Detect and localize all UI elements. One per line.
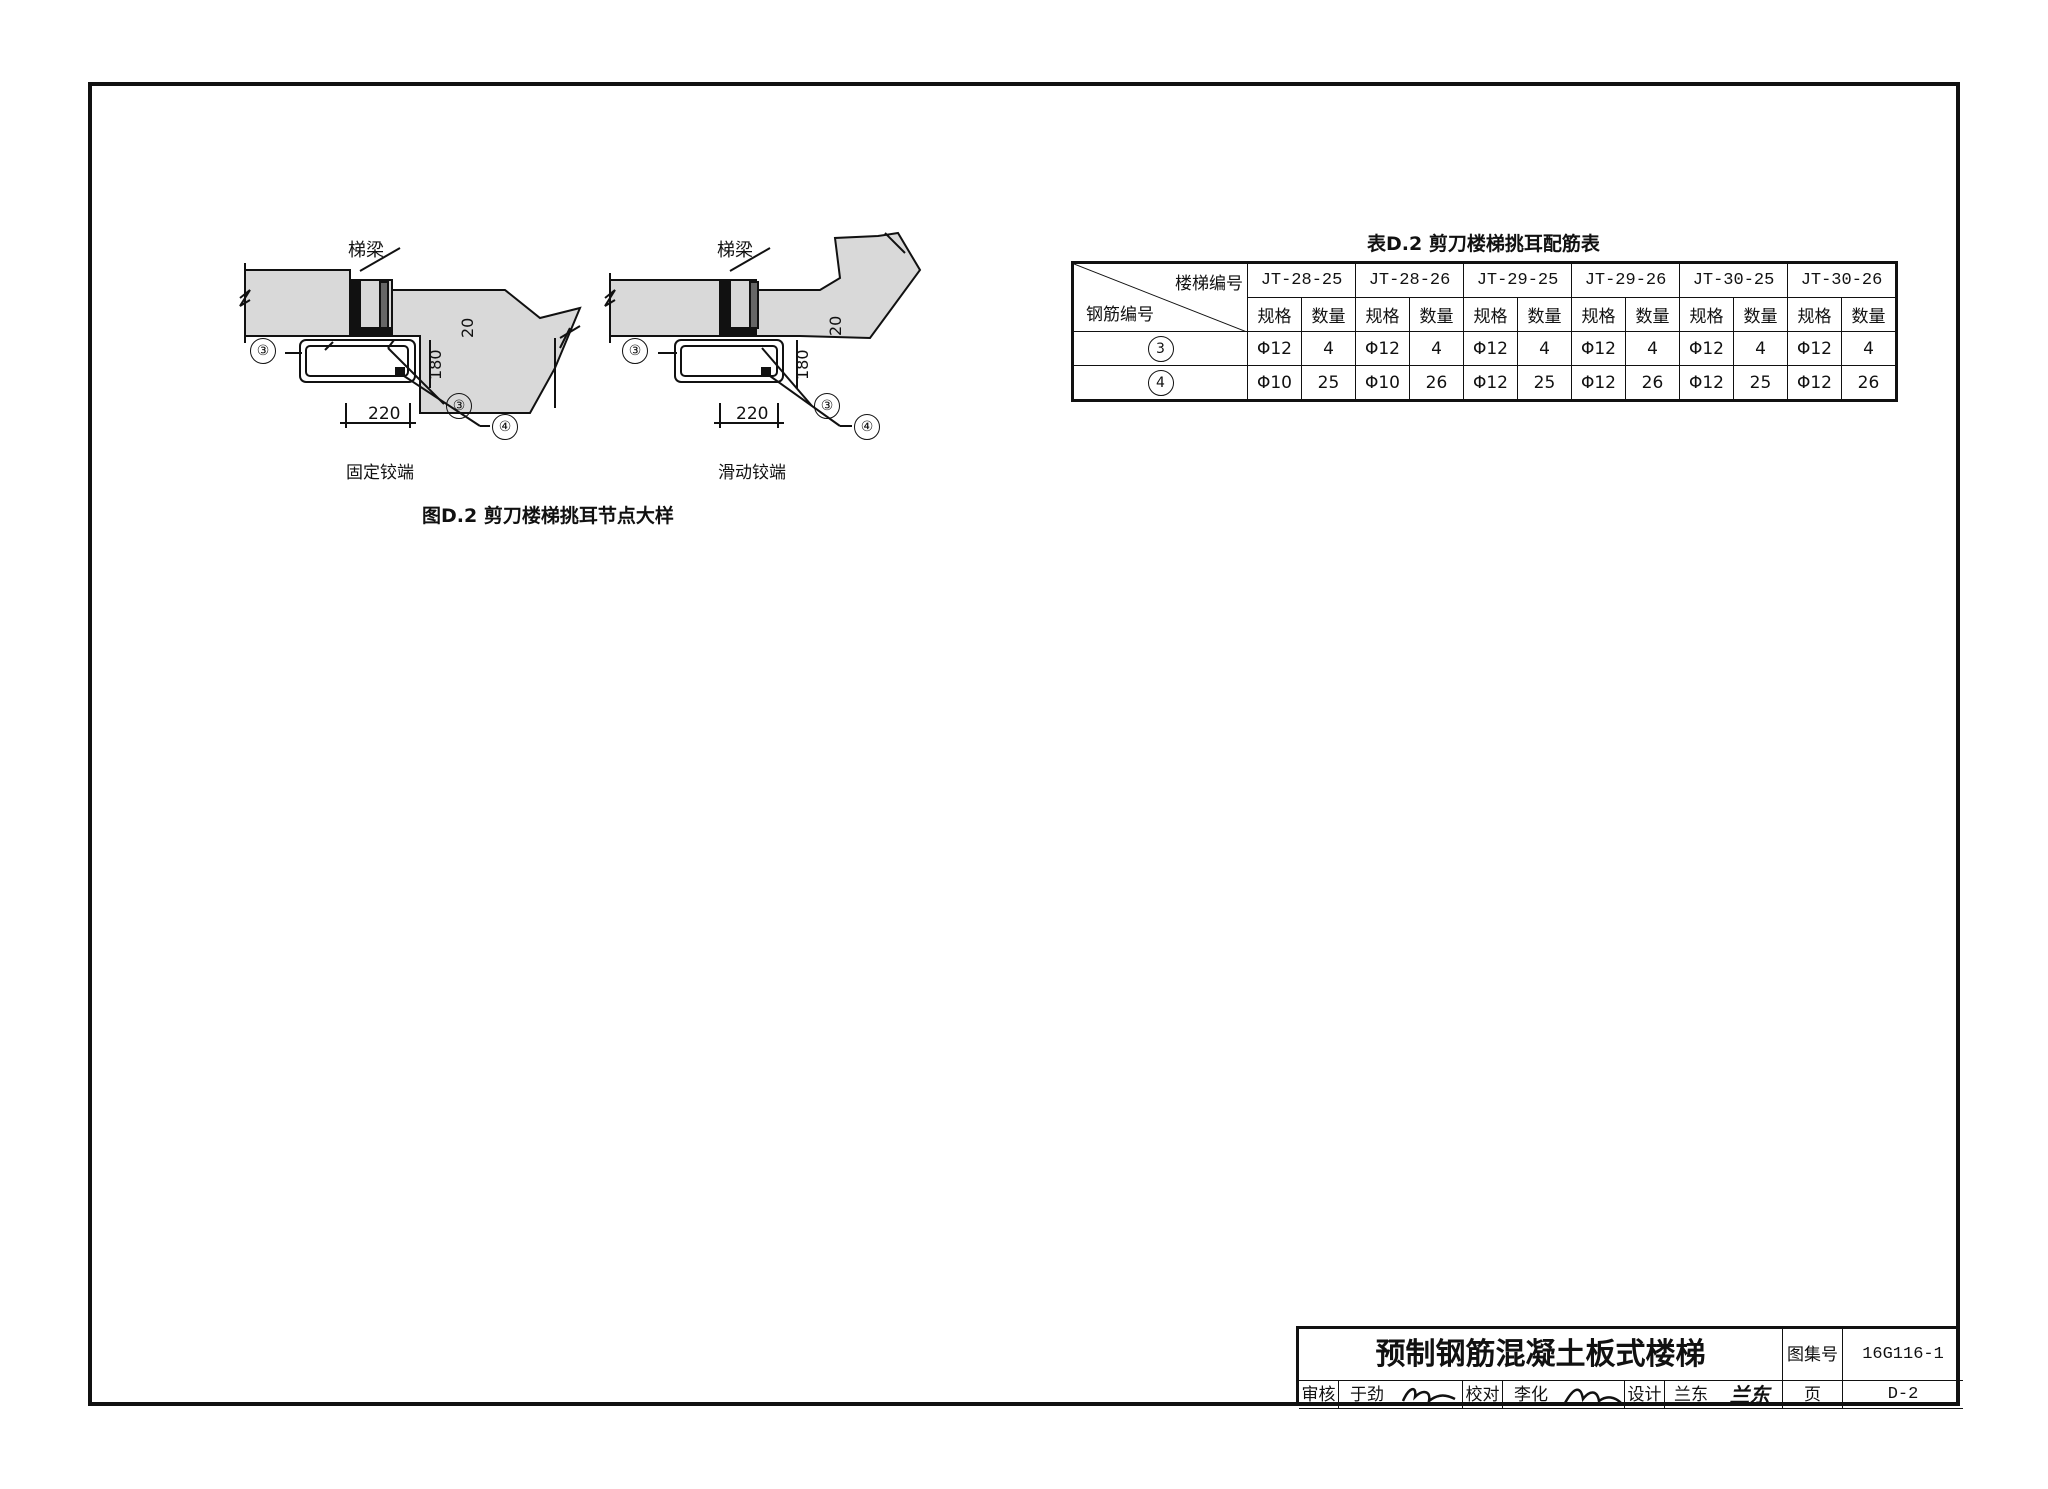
right-width-dim: 220 <box>736 404 769 424</box>
table-diagonal-header: 楼梯编号 钢筋编号 <box>1072 262 1248 332</box>
page-number: D-2 <box>1843 1381 1963 1409</box>
marker-3: ③ <box>250 338 276 364</box>
subheader-qty: 数量 <box>1409 297 1464 332</box>
subheader-spec: 规格 <box>1787 297 1842 332</box>
table-title: 表D.2 剪刀楼梯挑耳配筋表 <box>1367 233 1600 255</box>
subheader-qty: 数量 <box>1517 297 1572 332</box>
qty-cell: 25 <box>1733 365 1788 401</box>
rebar-id-marker: 3 <box>1147 335 1174 362</box>
qty-cell: 4 <box>1301 331 1356 366</box>
review-signature-mark <box>1401 1388 1456 1405</box>
column-header: JT-29-25 <box>1463 262 1572 298</box>
figure-caption: 图D.2 剪刀楼梯挑耳节点大样 <box>422 505 674 527</box>
subheader-spec: 规格 <box>1571 297 1626 332</box>
rebar-table: 楼梯编号 钢筋编号 JT-28-25 JT-28-26 JT-29-25 JT-… <box>1071 261 1898 402</box>
title-block: 预制钢筋混凝土板式楼梯 图集号 16G116-1 审核 于劲 校对 李化 设计 … <box>1296 1326 1963 1409</box>
check-name: 李化 <box>1503 1381 1559 1409</box>
spec-cell: Φ12 <box>1787 365 1842 401</box>
subheader-spec: 规格 <box>1355 297 1410 332</box>
design-label: 设计 <box>1625 1381 1665 1409</box>
column-header: JT-30-25 <box>1679 262 1788 298</box>
diag-top-label: 楼梯编号 <box>1175 274 1243 294</box>
spec-cell: Φ10 <box>1247 365 1302 401</box>
spec-cell: Φ12 <box>1355 331 1410 366</box>
marker-4: ④ <box>854 414 880 440</box>
review-name: 于劲 <box>1339 1381 1395 1409</box>
qty-cell: 4 <box>1625 331 1680 366</box>
table-subheader-row: 规格 数量 规格 数量 规格 数量 规格 数量 规格 数量 规格 数量 <box>1073 297 1897 332</box>
rebar-id-marker: 4 <box>1147 369 1174 396</box>
detail-svg <box>239 231 922 428</box>
spec-cell: Φ12 <box>1787 331 1842 366</box>
right-beam-label: 梯梁 <box>717 240 753 261</box>
right-height-dim: 180 <box>793 349 812 380</box>
spec-cell: Φ12 <box>1247 331 1302 366</box>
spec-cell: Φ12 <box>1463 331 1518 366</box>
spec-cell: Φ12 <box>1571 331 1626 366</box>
column-header: JT-28-25 <box>1247 262 1356 298</box>
rebar-id-cell: 4 <box>1072 365 1248 401</box>
page-label: 页 <box>1783 1381 1843 1409</box>
drawing-title: 预制钢筋混凝土板式楼梯 <box>1299 1329 1783 1381</box>
detail-drawings: 梯梁 梯梁 220 220 180 180 20 20 ③ ③ ④ ③ ③ ④ … <box>230 228 950 498</box>
design-signature: 兰东 <box>1717 1381 1783 1409</box>
column-header: JT-28-26 <box>1355 262 1464 298</box>
marker-3: ③ <box>622 338 648 364</box>
set-label: 图集号 <box>1783 1329 1843 1381</box>
review-label: 审核 <box>1299 1381 1339 1409</box>
check-label: 校对 <box>1463 1381 1503 1409</box>
right-detail-caption: 滑动铰端 <box>718 463 786 483</box>
qty-cell: 26 <box>1625 365 1680 401</box>
left-width-dim: 220 <box>368 404 401 424</box>
left-detail-caption: 固定铰端 <box>346 463 414 483</box>
qty-cell: 4 <box>1517 331 1572 366</box>
subheader-qty: 数量 <box>1625 297 1680 332</box>
qty-cell: 26 <box>1841 365 1897 401</box>
qty-cell: 25 <box>1517 365 1572 401</box>
left-beam-label: 梯梁 <box>348 240 384 261</box>
qty-cell: 25 <box>1301 365 1356 401</box>
subheader-qty: 数量 <box>1301 297 1356 332</box>
drawing-frame <box>88 82 1960 1406</box>
marker-3: ③ <box>446 393 472 419</box>
table-header-row: 楼梯编号 钢筋编号 JT-28-25 JT-28-26 JT-29-25 JT-… <box>1072 262 1897 332</box>
rebar-id-cell: 3 <box>1072 331 1248 366</box>
marker-3: ③ <box>814 393 840 419</box>
check-signature <box>1559 1381 1625 1409</box>
spec-cell: Φ10 <box>1355 365 1410 401</box>
subheader-spec: 规格 <box>1463 297 1518 332</box>
qty-cell: 4 <box>1841 331 1897 366</box>
left-gap-dim: 20 <box>458 317 477 338</box>
check-signature-mark <box>1563 1388 1622 1404</box>
qty-cell: 4 <box>1409 331 1464 366</box>
subheader-qty: 数量 <box>1841 297 1897 332</box>
review-signature <box>1395 1381 1463 1409</box>
spec-cell: Φ12 <box>1463 365 1518 401</box>
spec-cell: Φ12 <box>1571 365 1626 401</box>
diag-bottom-label: 钢筋编号 <box>1086 305 1154 325</box>
qty-cell: 26 <box>1409 365 1464 401</box>
subheader-qty: 数量 <box>1733 297 1788 332</box>
column-header: JT-29-26 <box>1571 262 1680 298</box>
left-height-dim: 180 <box>426 349 445 380</box>
subheader-spec: 规格 <box>1679 297 1734 332</box>
table-row: 4 Φ10 25 Φ10 26 Φ12 25 Φ12 26 Φ12 25 Φ12… <box>1072 365 1897 401</box>
right-gap-dim: 20 <box>826 315 845 336</box>
table-row: 3 Φ12 4 Φ12 4 Φ12 4 Φ12 4 Φ12 4 Φ12 4 <box>1072 331 1897 366</box>
set-number: 16G116-1 <box>1843 1329 1963 1381</box>
spec-cell: Φ12 <box>1679 331 1734 366</box>
subheader-spec: 规格 <box>1247 297 1302 332</box>
spec-cell: Φ12 <box>1679 365 1734 401</box>
column-header: JT-30-26 <box>1787 262 1897 298</box>
marker-4: ④ <box>492 414 518 440</box>
qty-cell: 4 <box>1733 331 1788 366</box>
design-name: 兰东 <box>1665 1381 1717 1409</box>
